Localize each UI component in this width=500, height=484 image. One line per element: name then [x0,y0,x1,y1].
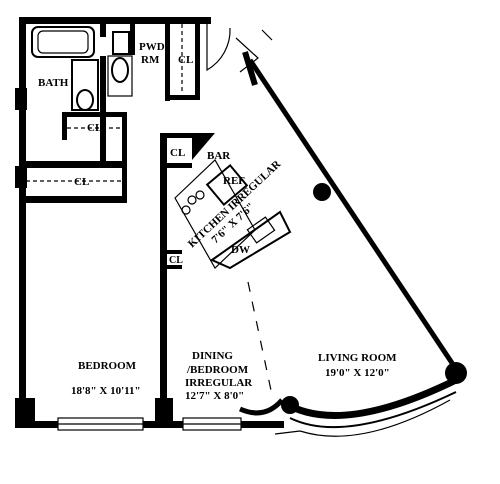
kitchen-sink [246,216,276,244]
powder-room-label-line1: PWD [139,41,165,53]
bar-label: BAR [207,150,231,162]
kitchen-fixtures [174,159,292,270]
dining-label-line3: IRREGULAR [185,377,253,389]
refrigerator-box [205,163,249,207]
dining-dims: 12'7" X 8'0" [185,390,244,402]
closet-top-label: CL [178,54,193,66]
bedroom-label: BEDROOM [78,360,137,372]
bath-label: BATH [38,77,69,89]
dining-label-line1: DINING [192,350,233,362]
doors [206,24,273,73]
stove-burner [195,190,205,200]
stove-burner [187,195,197,205]
windows [57,417,242,431]
powder-toilet-tank [112,31,130,55]
bedroom-dims: 18'8" X 10'11" [71,385,141,397]
powder-toilet [111,57,129,83]
closet-bar-label: CL [170,147,185,159]
bathtub [31,26,95,58]
closet-kitchen-label: CL [169,255,183,266]
interior-walls [19,17,215,428]
sink [76,89,94,111]
bath-fixtures [31,26,133,111]
dw-label: DW [231,244,250,256]
living-room-dims: 19'0" X 12'0" [325,367,390,379]
living-room-label: LIVING ROOM [318,352,397,364]
exterior-walls [15,17,467,437]
closet-hall-label: CL [74,176,89,188]
vanity [71,59,99,111]
closet-bath-label: CL [87,122,102,134]
ref-label: REF [223,175,245,187]
stove-burner [181,205,191,215]
dining-label-line2: /BEDROOM [186,364,249,376]
powder-room-label-line2: RM [141,54,160,66]
closet-shelves [26,24,183,182]
